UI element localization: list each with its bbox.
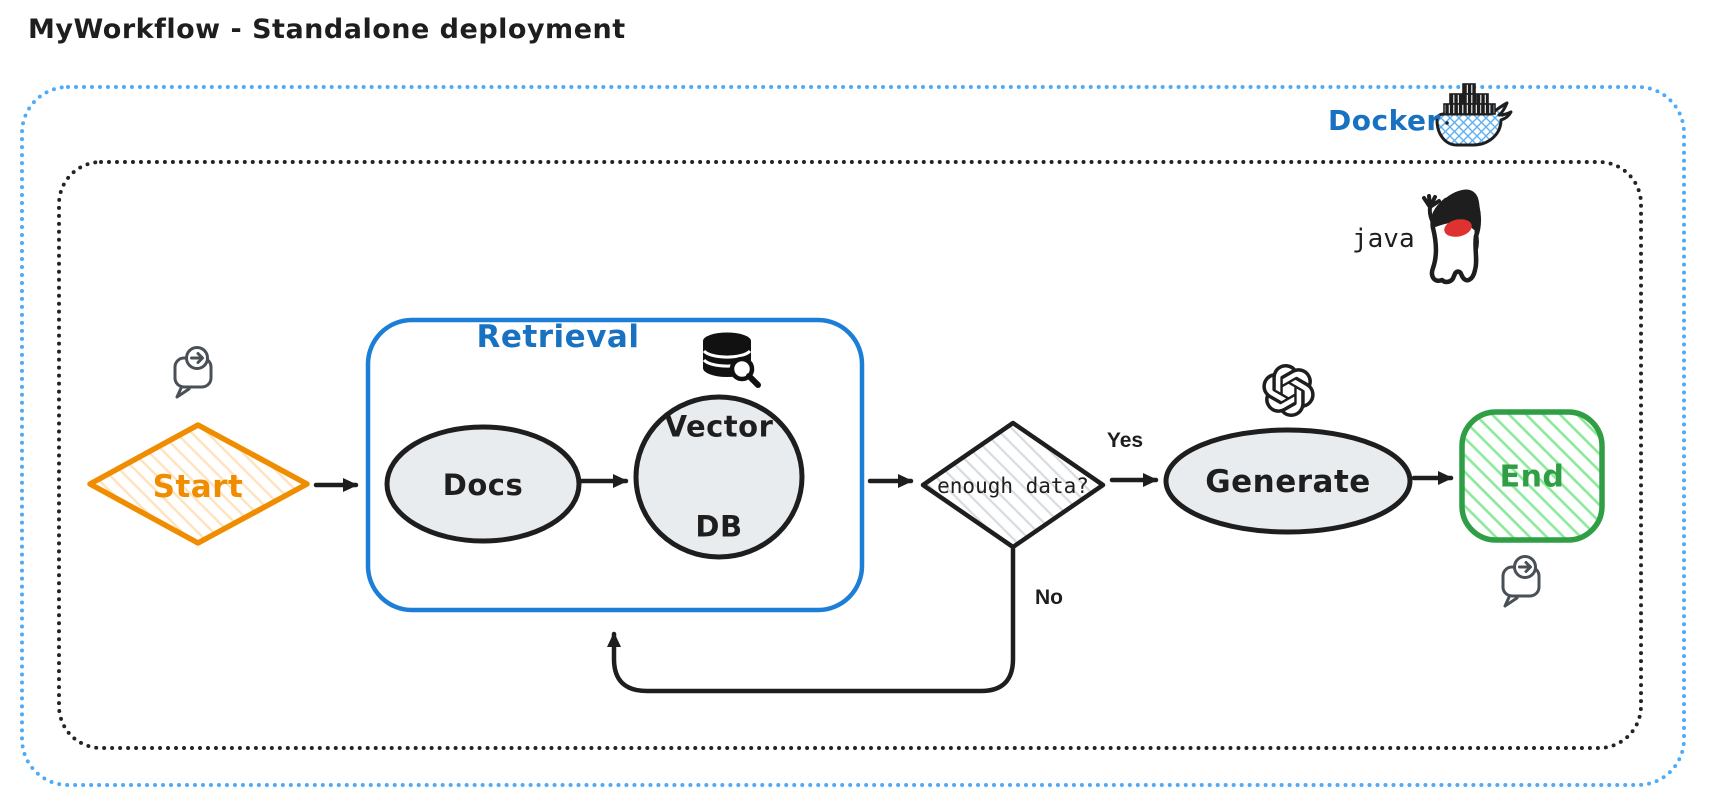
end-node-shape <box>1459 409 1605 543</box>
generate-node-label: Generate <box>1205 464 1371 500</box>
diagram-title: MyWorkflow - Standalone deployment <box>28 14 626 45</box>
generate-node-shape <box>1163 427 1413 535</box>
java-duke-icon <box>1422 189 1481 285</box>
vector-db-label-line1: Vector <box>664 409 774 444</box>
openai-icon <box>1262 364 1315 417</box>
decision-node-label: enough data? <box>937 474 1089 498</box>
docs-node-shape <box>384 424 582 544</box>
start-node-shape <box>87 422 310 546</box>
start-node-label: Start <box>152 469 244 505</box>
java-container-label: java <box>1352 224 1415 254</box>
vector-db-node-shape <box>633 394 805 560</box>
edge-no-label: No <box>1035 586 1063 609</box>
retrieval-container-label: Retrieval <box>476 319 640 355</box>
docker-container-box <box>20 85 1686 787</box>
java-container-box <box>57 160 1643 750</box>
vector-db-label-line2: DB <box>695 509 743 544</box>
message-arrow-icon <box>173 346 213 399</box>
database-search-icon <box>702 332 761 388</box>
end-node-label: End <box>1499 459 1565 495</box>
edges-group <box>313 471 1454 694</box>
edge-decision-retrieval-no <box>607 546 1016 694</box>
retrieval-container-box <box>365 317 865 613</box>
docs-node-label: Docs <box>442 468 524 502</box>
vector-db-node-label: Vector DB <box>665 344 774 611</box>
docker-whale-icon <box>1435 83 1513 147</box>
docker-container-label: Docker <box>1328 104 1441 137</box>
message-arrow-icon <box>1501 555 1541 608</box>
edge-yes-label: Yes <box>1106 429 1144 452</box>
